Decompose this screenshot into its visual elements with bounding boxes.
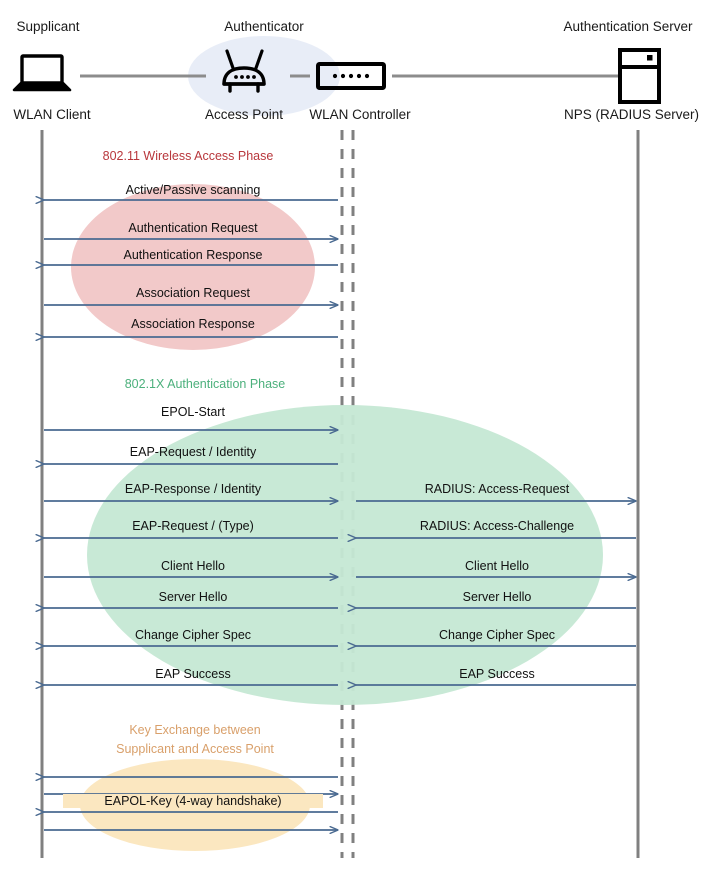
phase-label-8021x-line1: 802.1X Authentication Phase [124, 377, 286, 391]
phase-label-80211: 802.11 Wireless Access Phase [63, 147, 313, 166]
message-label-right-0: RADIUS: Access-Request [424, 482, 570, 496]
message-label-left-4: Association Response [131, 317, 255, 331]
phase-80211-ellipse [71, 184, 315, 350]
message-label-left-2: Authentication Response [123, 248, 263, 262]
message-label-left-3: Association Request [136, 286, 250, 300]
message-label-right-5: EAP Success [459, 667, 535, 681]
phase-label-key-exchange-line1: Key Exchange between [129, 723, 261, 737]
message-label-right-4: Change Cipher Spec [438, 628, 556, 642]
message-label-left-10: Server Hello [158, 590, 228, 604]
message-label-right-3: Server Hello [462, 590, 532, 604]
network-switch-icon [316, 62, 386, 90]
message-label-left-0: Active/Passive scanning [125, 183, 261, 197]
message-label-left-9: Client Hello [161, 559, 225, 573]
server-rack-icon [618, 48, 661, 104]
message-label-right-1: RADIUS: Access-Challenge [419, 519, 575, 533]
message-arrows-right [356, 501, 636, 685]
phase-label-key-exchange: Key Exchange between Supplicant and Acce… [70, 721, 320, 759]
phase-label-8021x: 802.1X Authentication Phase [80, 375, 330, 394]
actor-device-access-point: Access Point [204, 107, 284, 122]
actor-device-wlan-controller: WLAN Controller [309, 107, 411, 122]
message-label-left-8: EAP-Request / (Type) [132, 519, 254, 533]
message-label-left-12: EAP Success [155, 667, 231, 681]
message-label-left-7: EAP-Response / Identity [124, 482, 262, 496]
message-label-left-1: Authentication Request [128, 221, 258, 235]
phase-label-key-exchange-line2: Supplicant and Access Point [116, 742, 274, 756]
phase-8021x-ellipse [87, 405, 603, 705]
message-label-left-14: EAPOL-Key (4-way handshake) [63, 794, 323, 808]
phase-label-80211-line1: 802.11 Wireless Access Phase [102, 149, 274, 163]
actor-role-auth-server: Authentication Server [563, 19, 693, 34]
message-label-left-5: EPOL-Start [161, 405, 225, 419]
wireless-router-icon [222, 49, 266, 93]
actor-role-supplicant: Supplicant [16, 19, 80, 34]
message-label-left-11: Change Cipher Spec [134, 628, 252, 642]
message-label-left-6: EAP-Request / Identity [129, 445, 257, 459]
message-label-right-2: Client Hello [465, 559, 529, 573]
actor-device-nps-radius: NPS (RADIUS Server) [563, 107, 700, 122]
actor-role-authenticator: Authenticator [224, 19, 304, 34]
actor-device-wlan-client: WLAN Client [13, 107, 91, 122]
laptop-icon [12, 54, 72, 92]
